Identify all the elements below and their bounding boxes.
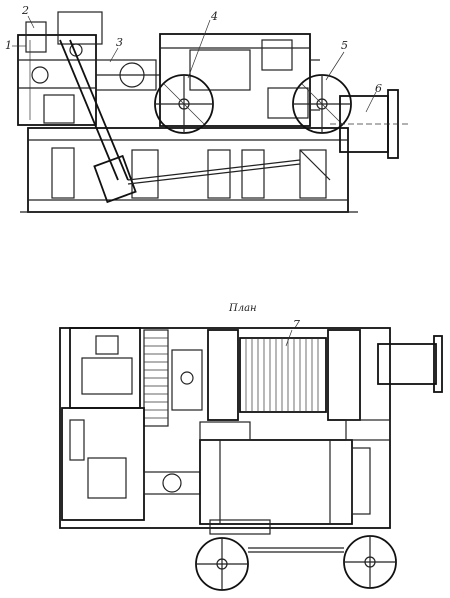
central-housing	[159, 33, 311, 127]
handwheel-left	[154, 74, 214, 134]
elevation-view: 1 2 3 4 5 6	[5, 4, 410, 213]
electric-motor	[199, 439, 371, 525]
callout-5: 5	[341, 39, 348, 52]
callout-3: 3	[116, 36, 123, 49]
callout-1: 1	[5, 39, 12, 52]
handwheel-plan-right	[343, 535, 397, 589]
callout-6: 6	[375, 82, 382, 95]
handwheel-plan-left	[195, 537, 249, 591]
handwheel-right	[292, 74, 352, 134]
plan-title: План	[228, 303, 257, 314]
callout-2: 2	[21, 4, 29, 17]
callout-4: 4	[210, 10, 218, 23]
control-lever	[59, 39, 137, 204]
plan-view: План	[59, 303, 443, 591]
rope-drum	[239, 337, 327, 413]
callout-7: 7	[293, 318, 300, 331]
